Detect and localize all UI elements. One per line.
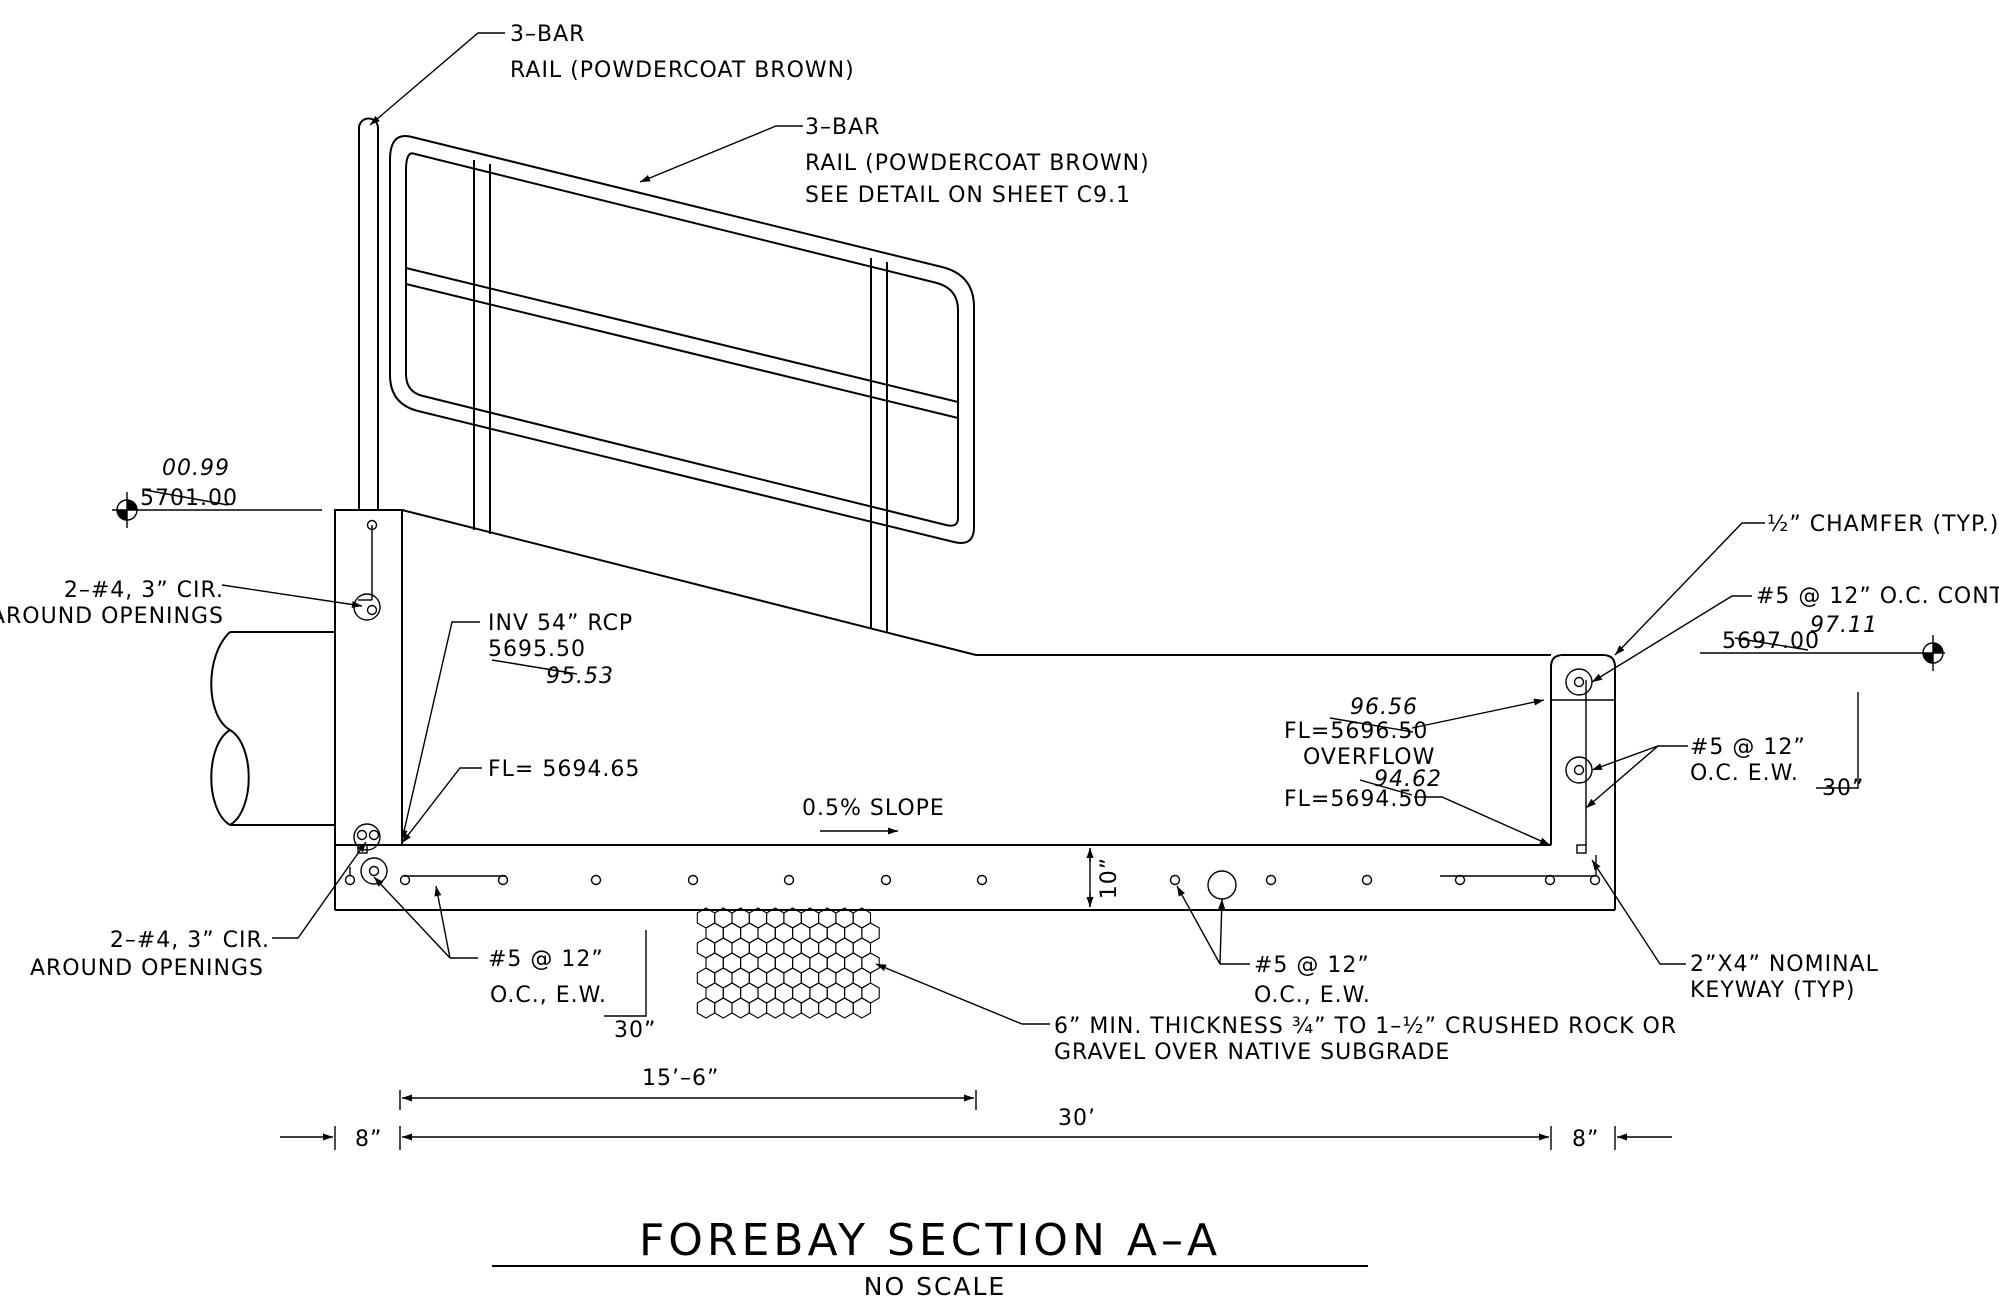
overflow-new-elevation: 96.56 [1350, 695, 1418, 720]
rebar-mid-label-1: #5 @ 12” [1254, 953, 1370, 978]
rebar-cont-label: #5 @ 12” O.C. CONT. [1756, 584, 1999, 609]
dim-8-right-label: 8” [1572, 1127, 1599, 1152]
rebar-wall-label-1: #5 @ 12” [1690, 735, 1806, 760]
rebar-left-label-1: #5 @ 12” [488, 947, 604, 972]
inv-label-1: INV 54” RCP [488, 611, 633, 636]
rebar-mid-label-2: O.C., E.W. [1254, 983, 1371, 1008]
annotations: 3–BAR RAIL (POWDERCOAT BROWN) 3–BAR RAIL… [0, 22, 1999, 1301]
cir-upper-label-1: 2–#4, 3” CIR. [64, 578, 224, 603]
rail-detail-label-2: RAIL (POWDERCOAT BROWN) [805, 151, 1150, 176]
gravel-label-2: GRAVEL OVER NATIVE SUBGRADE [1054, 1040, 1450, 1065]
gravel-hex [783, 997, 802, 1019]
gravel-hex [748, 997, 768, 1019]
cir-lower-label-1: 2–#4, 3” CIR. [110, 928, 270, 953]
rail-post-label-1: 3–BAR [510, 22, 585, 47]
chamfer-label: ½” CHAMFER (TYP.) [1767, 512, 1999, 537]
gravel-hex [696, 997, 716, 1019]
gravel-hex [714, 997, 733, 1019]
gravel-label-1: 6” MIN. THICKNESS ¾” TO 1–½” CRUSHED ROC… [1054, 1014, 1677, 1039]
keyway-label-2: KEYWAY (TYP) [1690, 978, 1855, 1003]
dim-30-label: 30’ [1058, 1106, 1096, 1131]
right-elevation-old: 5697.00 [1722, 629, 1820, 654]
rail-detail-label-1: 3–BAR [805, 115, 880, 140]
gravel-hex [852, 997, 872, 1019]
dim-15-6-label: 15’–6” [642, 1066, 719, 1091]
fl-right-new-elevation: 94.62 [1374, 767, 1442, 792]
fl-right-label: FL=5694.50 [1284, 787, 1428, 812]
overflow-label-2: OVERFLOW [1303, 745, 1435, 770]
gravel-hex [731, 997, 750, 1019]
slab-thickness-label: 10” [1097, 857, 1122, 899]
gravel-hex [800, 997, 820, 1019]
elevation-datum-markers [116, 492, 1944, 671]
railing [358, 117, 975, 632]
slope-label: 0.5% SLOPE [802, 796, 945, 821]
cir-upper-label-2: AROUND OPENINGS [0, 604, 224, 629]
gravel-hex [766, 997, 785, 1019]
cir-lower-label-2: AROUND OPENINGS [30, 956, 264, 981]
rebar-wall-label-2: O.C. E.W. [1690, 761, 1799, 786]
rail-post-label-2: RAIL (POWDERCOAT BROWN) [510, 58, 855, 83]
gravel-bed [696, 907, 880, 1019]
dimension-lines [280, 1090, 1672, 1150]
drawing-subtitle: NO SCALE [864, 1272, 1006, 1301]
forebay-structure [334, 509, 1616, 911]
fl-left-label: FL= 5694.65 [488, 757, 640, 782]
dim-30-right: 30” [1822, 776, 1864, 801]
left-elevation-old: 5701.00 [140, 486, 238, 511]
rebar-left-label-2: O.C., E.W. [490, 983, 607, 1008]
inv-new-elevation: 95.53 [546, 664, 614, 689]
slab-rebar-dots [344, 874, 1601, 886]
overflow-label-1: FL=5696.50 [1284, 719, 1428, 744]
dim-30-left: 30” [614, 1018, 656, 1043]
drawing-title: FOREBAY SECTION A–A [639, 1215, 1221, 1266]
dim-8-left-label: 8” [355, 1127, 382, 1152]
gravel-hex [818, 997, 837, 1019]
left-elevation-new: 00.99 [162, 456, 230, 481]
rcp-pipe [210, 631, 335, 826]
leader-lines [112, 32, 1945, 1025]
keyway-label-1: 2”X4” NOMINAL [1690, 952, 1879, 977]
rail-detail-label-3: SEE DETAIL ON SHEET C9.1 [805, 183, 1131, 208]
gravel-hex [835, 997, 854, 1019]
inv-label-2: 5695.50 [488, 637, 586, 662]
right-elevation-new: 97.11 [1810, 613, 1878, 638]
